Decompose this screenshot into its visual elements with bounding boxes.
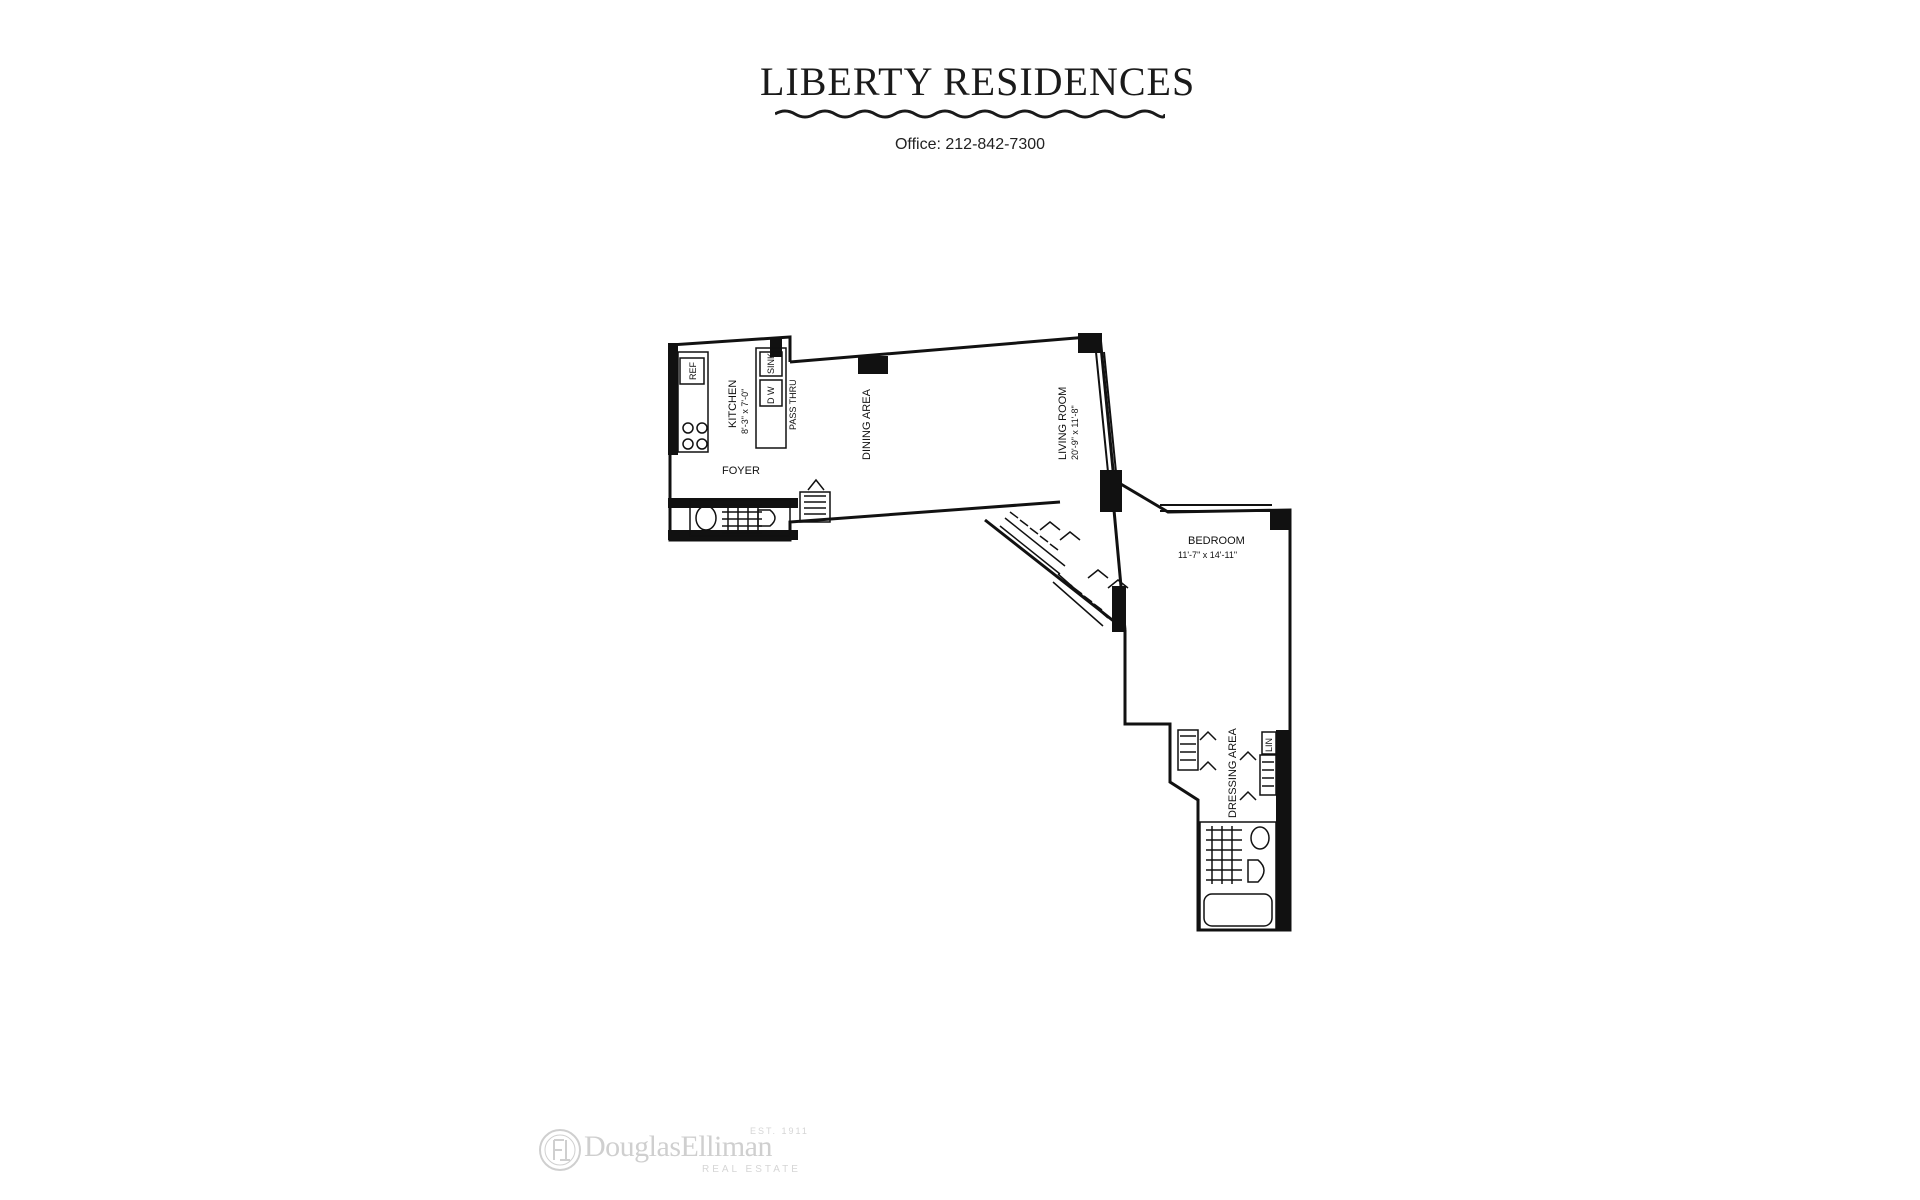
watermark-est: EST. 1911 <box>750 1126 809 1136</box>
label-dining: DINING AREA <box>861 388 873 460</box>
label-ref: REF <box>688 361 698 380</box>
label-bedroom-dim: 11'-7" x 14'-11" <box>1178 550 1237 560</box>
label-kitchen-dim: 8'-3" x 7'-0" <box>740 389 750 434</box>
label-dressing: DRESSING AREA <box>1227 727 1239 818</box>
label-linen: LIN <box>1264 738 1274 752</box>
label-pass-thru: PASS THRU <box>788 379 798 430</box>
brand-title: LIBERTY RESIDENCES <box>760 59 1196 104</box>
label-bedroom: BEDROOM <box>1188 535 1245 547</box>
angled-closets <box>999 511 1129 627</box>
office-phone: Office: 212-842-7300 <box>894 136 1046 153</box>
label-living: LIVING ROOM <box>1057 387 1069 460</box>
label-foyer: FOYER <box>722 465 760 477</box>
douglas-elliman-watermark: DouglasElliman EST. 1911 REAL ESTATE <box>538 1122 838 1182</box>
windows <box>1095 351 1272 512</box>
foyer-bath <box>689 478 831 537</box>
label-sink: SINK <box>766 353 776 374</box>
kitchen-fixtures <box>677 347 787 453</box>
dressing-closets <box>1177 729 1277 801</box>
wall-solids <box>668 333 1290 930</box>
elliman-logo-icon <box>539 1129 581 1171</box>
master-bath <box>1199 821 1277 931</box>
header: LIBERTY RESIDENCES Office: 212-842-7300 <box>760 59 1196 154</box>
wave-underline <box>775 109 1165 119</box>
label-kitchen: KITCHEN <box>727 380 739 428</box>
room-labels: FOYER BEDROOM 11'-7" x 14'-11" KITCHEN 8… <box>722 380 1245 818</box>
watermark-name: DouglasElliman <box>584 1130 772 1163</box>
fixture-labels: REF SINK D W PASS THRU LIN <box>688 353 1274 752</box>
exterior-walls <box>668 334 1292 932</box>
label-dw: D W <box>766 386 776 404</box>
watermark-sub: REAL ESTATE <box>702 1164 801 1175</box>
label-living-dim: 20'-9" x 11'-8" <box>1070 405 1080 460</box>
